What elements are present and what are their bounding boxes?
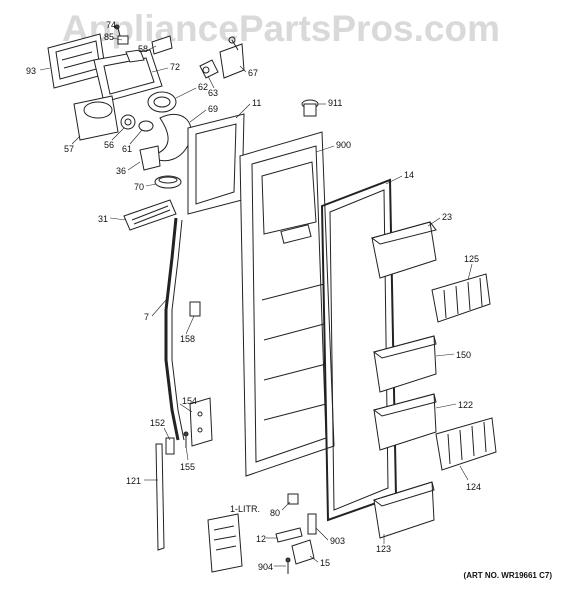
callout-121: 121 [126,476,141,486]
callout-123: 123 [376,544,391,554]
part-150-bin[interactable] [372,335,437,393]
callout-62: 62 [198,82,208,92]
part-72-housing[interactable] [93,49,163,103]
callout-154: 154 [182,396,197,406]
callout-7: 7 [144,312,149,322]
part-15-holder[interactable] [291,539,315,565]
callout-155: 155 [180,462,195,472]
callout-900: 900 [336,140,351,150]
part-36-actuator[interactable] [139,145,161,171]
callout-61: 61 [122,144,132,154]
part-12-bracket[interactable] [275,527,303,543]
part-70-cup[interactable] [154,175,182,189]
part-31-grille[interactable] [123,199,177,231]
callout-14: 14 [404,170,414,180]
part-7-rail[interactable] [164,217,185,441]
part-900-door[interactable] [239,131,335,477]
part-56-gear[interactable] [120,114,136,130]
part-23-bin[interactable] [370,221,437,279]
callout-15: 15 [320,558,330,568]
callout-31: 31 [98,214,108,224]
callout-125: 125 [464,254,479,264]
callout-70: 70 [134,182,144,192]
part-121-trim[interactable] [155,443,165,551]
part-122-bin[interactable] [372,393,437,451]
part-154-bracket[interactable] [189,397,213,447]
part-11-frame[interactable] [187,113,245,215]
part-67-bracket[interactable] [219,36,245,79]
part-123-bin[interactable] [372,481,435,539]
part-155-screw[interactable] [183,431,189,448]
part-903-valve[interactable] [307,513,317,535]
callout-152: 152 [150,418,165,428]
callout-85: 85 [104,32,114,42]
callout-93: 93 [26,66,36,76]
part-80-fitting[interactable] [287,493,299,505]
callout-122: 122 [458,400,473,410]
callout-1-litr: 1-LITR. [230,504,260,514]
callout-903: 903 [330,536,345,546]
part-58-bracket[interactable] [151,35,173,55]
callout-36: 36 [116,166,126,176]
leader-lines [39,25,473,567]
part-61-coupling[interactable] [138,120,154,132]
part-911-plug[interactable] [301,99,319,117]
part-57-motor[interactable] [73,95,119,141]
part-125-basket[interactable] [431,273,491,323]
callout-11: 11 [252,98,261,108]
callout-56: 56 [104,140,114,150]
part-1-litr-manual[interactable] [207,513,243,573]
part-152-clip[interactable] [165,437,175,455]
part-158-switch[interactable] [189,301,201,317]
callout-911: 911 [328,98,342,108]
part-124-basket[interactable] [435,417,497,471]
callout-63: 63 [208,88,218,98]
callout-57: 57 [64,144,74,154]
callout-124: 124 [466,482,481,492]
callout-12: 12 [256,534,266,544]
art-number: (ART NO. WR19661 C7) [463,571,552,580]
callout-158: 158 [180,334,195,344]
callout-23: 23 [442,212,452,222]
callout-904: 904 [258,562,273,572]
part-63-fitting[interactable] [199,59,219,79]
callout-69: 69 [208,104,218,114]
callout-72: 72 [170,62,180,72]
part-69-auger[interactable] [148,113,192,162]
callout-58: 58 [138,44,148,54]
part-62-ring[interactable] [147,91,177,113]
part-85-clip[interactable] [117,35,129,45]
callout-74: 74 [106,20,116,30]
callout-150: 150 [456,350,471,360]
callout-67: 67 [248,68,258,78]
callout-80: 80 [270,508,280,518]
callout-labels: 74 85 58 93 72 67 63 62 11 911 69 57 56 … [26,20,481,572]
part-904-screw[interactable] [285,557,291,574]
